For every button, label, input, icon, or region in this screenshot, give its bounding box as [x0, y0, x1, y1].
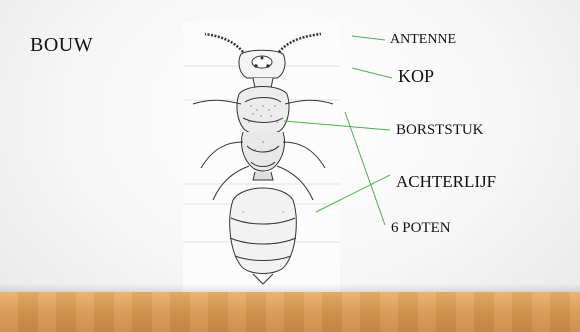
label-poten: 6 POTEN	[391, 220, 451, 237]
label-antenne: ANTENNE	[390, 32, 456, 48]
pointer-kop	[352, 68, 392, 78]
pointer-antenne	[352, 36, 385, 40]
wooden-floor	[0, 292, 580, 332]
label-kop: KOP	[398, 66, 434, 87]
pointer-borststuk	[284, 121, 390, 130]
label-borststuk: BORSTSTUK	[396, 122, 484, 139]
label-achterlijf: ACHTERLIJF	[396, 172, 496, 192]
